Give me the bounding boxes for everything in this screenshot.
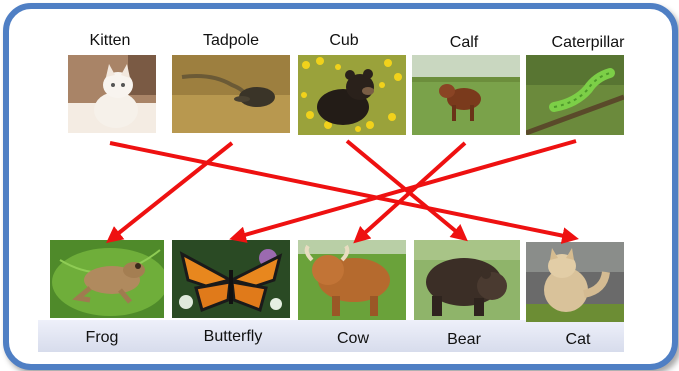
butterfly-photo <box>172 240 290 318</box>
frog-photo <box>50 240 164 318</box>
caterpillar-photo <box>526 55 624 135</box>
label-calf: Calf <box>449 34 479 51</box>
label-frog: Frog <box>85 329 119 346</box>
label-butterfly: Butterfly <box>203 328 263 345</box>
label-kitten: Kitten <box>89 32 131 49</box>
cub-photo <box>298 55 406 135</box>
calf-photo <box>412 55 520 135</box>
kitten-photo <box>68 55 156 133</box>
bear-photo <box>414 240 520 320</box>
label-strip <box>38 320 624 352</box>
cat-photo <box>526 242 624 322</box>
label-bear: Bear <box>447 331 481 348</box>
label-cub: Cub <box>329 32 359 49</box>
label-tadpole: Tadpole <box>202 32 260 49</box>
tadpole-photo <box>172 55 290 133</box>
label-cow: Cow <box>336 330 369 347</box>
cow-photo <box>298 240 406 320</box>
label-cat: Cat <box>565 331 591 348</box>
label-caterpillar: Caterpillar <box>551 34 625 51</box>
